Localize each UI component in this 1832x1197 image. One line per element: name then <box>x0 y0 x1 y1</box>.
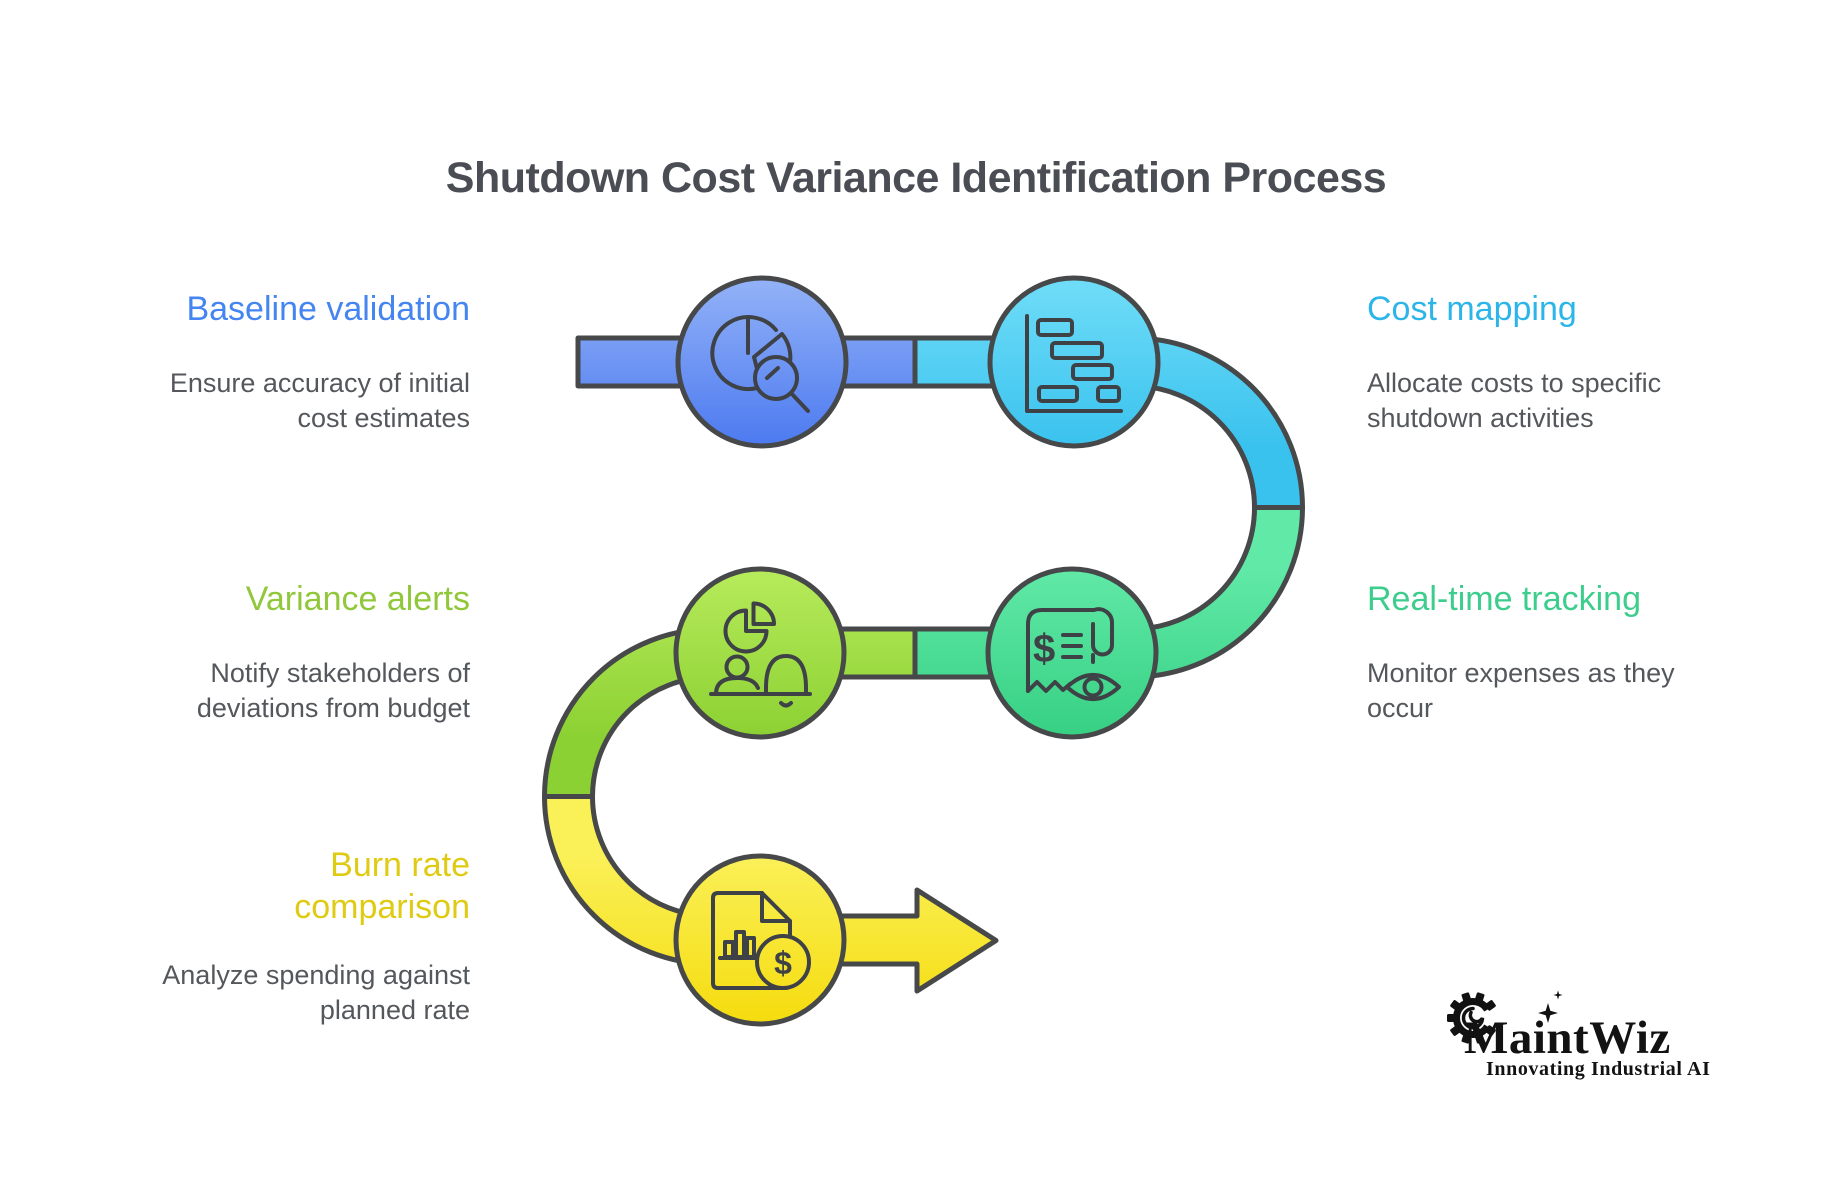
step-description: Analyze spending against planned rate <box>162 960 470 1025</box>
gantt-chart-icon <box>1025 314 1123 413</box>
node-real-time-tracking <box>985 566 1159 740</box>
receipt-eye-icon: $ <box>1026 607 1121 701</box>
logo-tagline: Innovating Industrial AI <box>1486 1058 1711 1080</box>
step-variance-alerts: Variance alerts Notify stakeholders of d… <box>120 578 470 726</box>
step-heading: Cost mapping <box>1367 290 1577 328</box>
coin-dollar-glyph: $ <box>774 945 792 981</box>
person-pie-bell-icon <box>709 601 812 708</box>
step-heading: Variance alerts <box>245 580 470 618</box>
step-heading: Baseline validation <box>186 290 470 328</box>
document-dollar-icon: $ <box>711 891 811 990</box>
node-variance-alerts <box>673 566 847 740</box>
step-real-time-tracking: Real-time tracking Monitor expenses as t… <box>1367 578 1737 726</box>
step-description: Allocate costs to specific shutdown acti… <box>1367 368 1662 433</box>
step-description: Ensure accuracy of initial cost estimate… <box>169 368 470 433</box>
pie-chart-magnifier-icon <box>710 315 810 413</box>
sparkle-icon <box>1538 990 1563 1023</box>
logo-wordmark: MaintWiz <box>1464 1012 1671 1064</box>
step-baseline-validation: Baseline validation Ensure accuracy of i… <box>120 288 470 436</box>
step-description: Notify stakeholders of deviations from b… <box>196 658 470 723</box>
step-cost-mapping: Cost mapping Allocate costs to specific … <box>1367 288 1737 436</box>
node-cost-mapping <box>987 275 1161 449</box>
step-heading: Burn rate comparison <box>294 846 470 926</box>
receipt-dollar-glyph: $ <box>1033 627 1055 671</box>
gear-icon <box>1447 992 1496 1044</box>
step-burn-rate-comparison: Burn rate comparison Analyze spending ag… <box>120 844 470 1028</box>
step-description: Monitor expenses as they occur <box>1367 658 1675 723</box>
node-burn-rate <box>673 853 847 1027</box>
step-heading: Real-time tracking <box>1367 580 1641 618</box>
page-title: Shutdown Cost Variance Identification Pr… <box>445 154 1387 202</box>
